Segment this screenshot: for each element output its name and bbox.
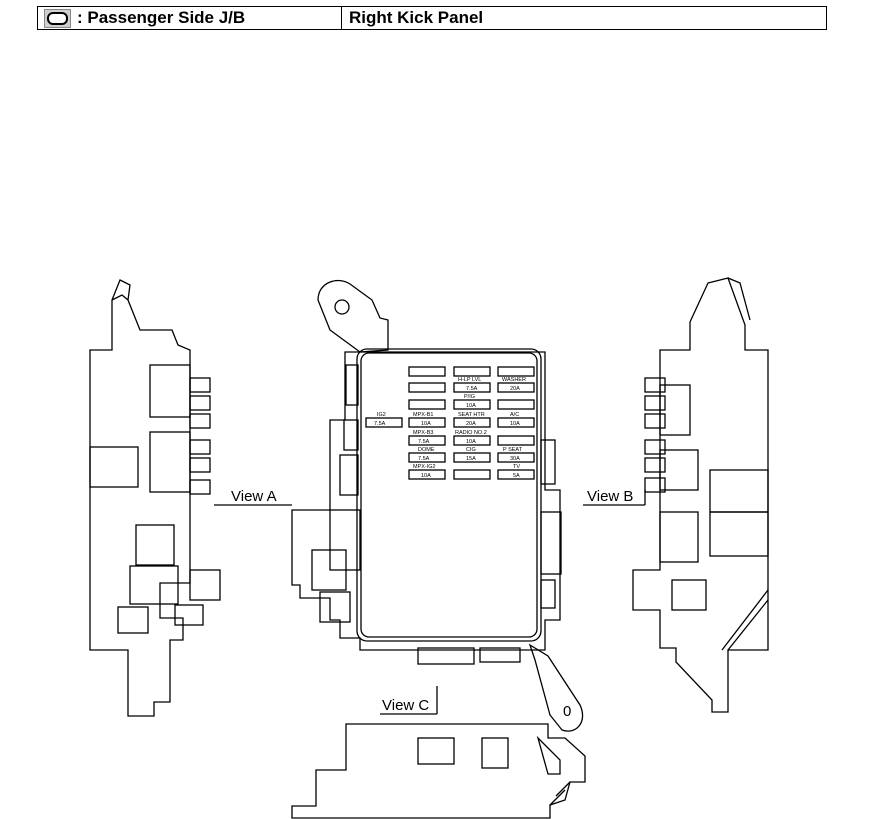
- view-a-label: View A: [231, 488, 277, 505]
- fuse-ig2-label: IG2: [377, 412, 386, 418]
- fuse-mpxb1-label: MPX-B1: [413, 412, 433, 418]
- fuse-mpx2-amp: 10A: [421, 473, 431, 479]
- fuse-mpx2-label: MPX-IG2: [413, 464, 436, 470]
- fuse-tv-amp: 5A: [513, 473, 520, 479]
- fuse-ac-amp: 10A: [510, 421, 520, 427]
- fuse-cig-label: CIG: [466, 447, 476, 453]
- fuse-mpxb3-amp: 7.5A: [418, 439, 430, 445]
- view-c-callout: View C: [380, 686, 438, 715]
- fuse-dome-amp: 7.5A: [418, 456, 430, 462]
- view-b-label: View B: [587, 488, 633, 505]
- left-side-view: [89, 279, 221, 717]
- view-b-callout: View B: [583, 488, 646, 506]
- fuse-cig-amp: 15A: [466, 456, 476, 462]
- fuse-washer-amp: 20A: [510, 386, 520, 392]
- fuse-pseat-amp: 30A: [510, 456, 520, 462]
- fuse-ac-label: A/C: [510, 412, 519, 418]
- fuse-labels: IG2 7.5A H-LP LVL 7.5A WASHER 20A P/IG 1…: [374, 377, 526, 479]
- fuse-pig-amp: 10A: [466, 403, 476, 409]
- view-c-label: View C: [382, 697, 429, 714]
- fuse-seat-amp: 20A: [466, 421, 476, 427]
- view-a-callout: View A: [214, 488, 292, 506]
- bottom-view: [291, 723, 586, 819]
- location-label: Right Kick Panel: [349, 8, 484, 27]
- fuse-washer-label: WASHER: [502, 377, 526, 383]
- fuse-radio-amp: 10A: [466, 439, 476, 445]
- legend-cell: : Passenger Side J/B: [38, 7, 342, 29]
- fuse-seat-label: SEAT HTR: [458, 412, 485, 418]
- fuse-dome-label: DOME: [418, 447, 435, 453]
- svg-text:0: 0: [563, 703, 571, 720]
- oval-icon: [44, 8, 71, 28]
- legend-label: : Passenger Side J/B: [77, 8, 246, 27]
- fuse-tv-label: TV: [513, 464, 520, 470]
- fuse-radio-label: RADIO NO.2: [455, 430, 487, 436]
- fuse-pseat-label: P SEAT: [503, 447, 523, 453]
- fuse-mpxb1-amp: 10A: [421, 421, 431, 427]
- location-cell: Right Kick Panel: [342, 7, 483, 29]
- fuse-headlvl-amp: 7.5A: [466, 386, 478, 392]
- fuse-ig2-amp: 7.5A: [374, 421, 386, 427]
- fuse-headlvl-label: H-LP LVL: [458, 377, 481, 383]
- fuse-mpxb3-label: MPX-B3: [413, 430, 433, 436]
- fuse-pig-label: P/IG: [464, 394, 475, 400]
- location-header: : Passenger Side J/B Right Kick Panel: [37, 6, 827, 30]
- right-side-view: [632, 277, 769, 713]
- front-view: 0: [291, 279, 584, 732]
